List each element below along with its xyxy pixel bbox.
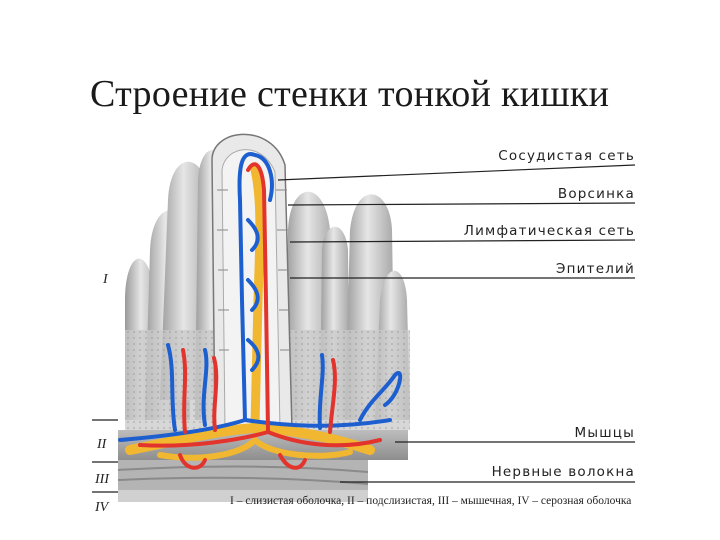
label-epithelium: Эпителий — [556, 261, 635, 277]
label-muscles: Мышцы — [574, 425, 635, 441]
veins — [118, 152, 403, 442]
layer-label-iii: III — [95, 472, 109, 487]
layer-label-i: I — [103, 272, 108, 287]
layers-caption: I – слизистая оболочка, II – подслизиста… — [230, 495, 632, 507]
arteries — [138, 162, 382, 470]
label-villus: Ворсинка — [557, 186, 635, 202]
label-lymphatic-net: Лимфатическая сеть — [463, 223, 635, 239]
layer-label-ii: II — [97, 437, 107, 452]
label-nerve-fibers: Нервные волокна — [491, 464, 635, 480]
page-title: Строение стенки тонкой кишки — [90, 73, 610, 115]
label-vascular-net: Сосудистая сеть — [498, 148, 635, 164]
layer-label-iv: IV — [95, 500, 109, 515]
leader-lines — [92, 164, 636, 493]
